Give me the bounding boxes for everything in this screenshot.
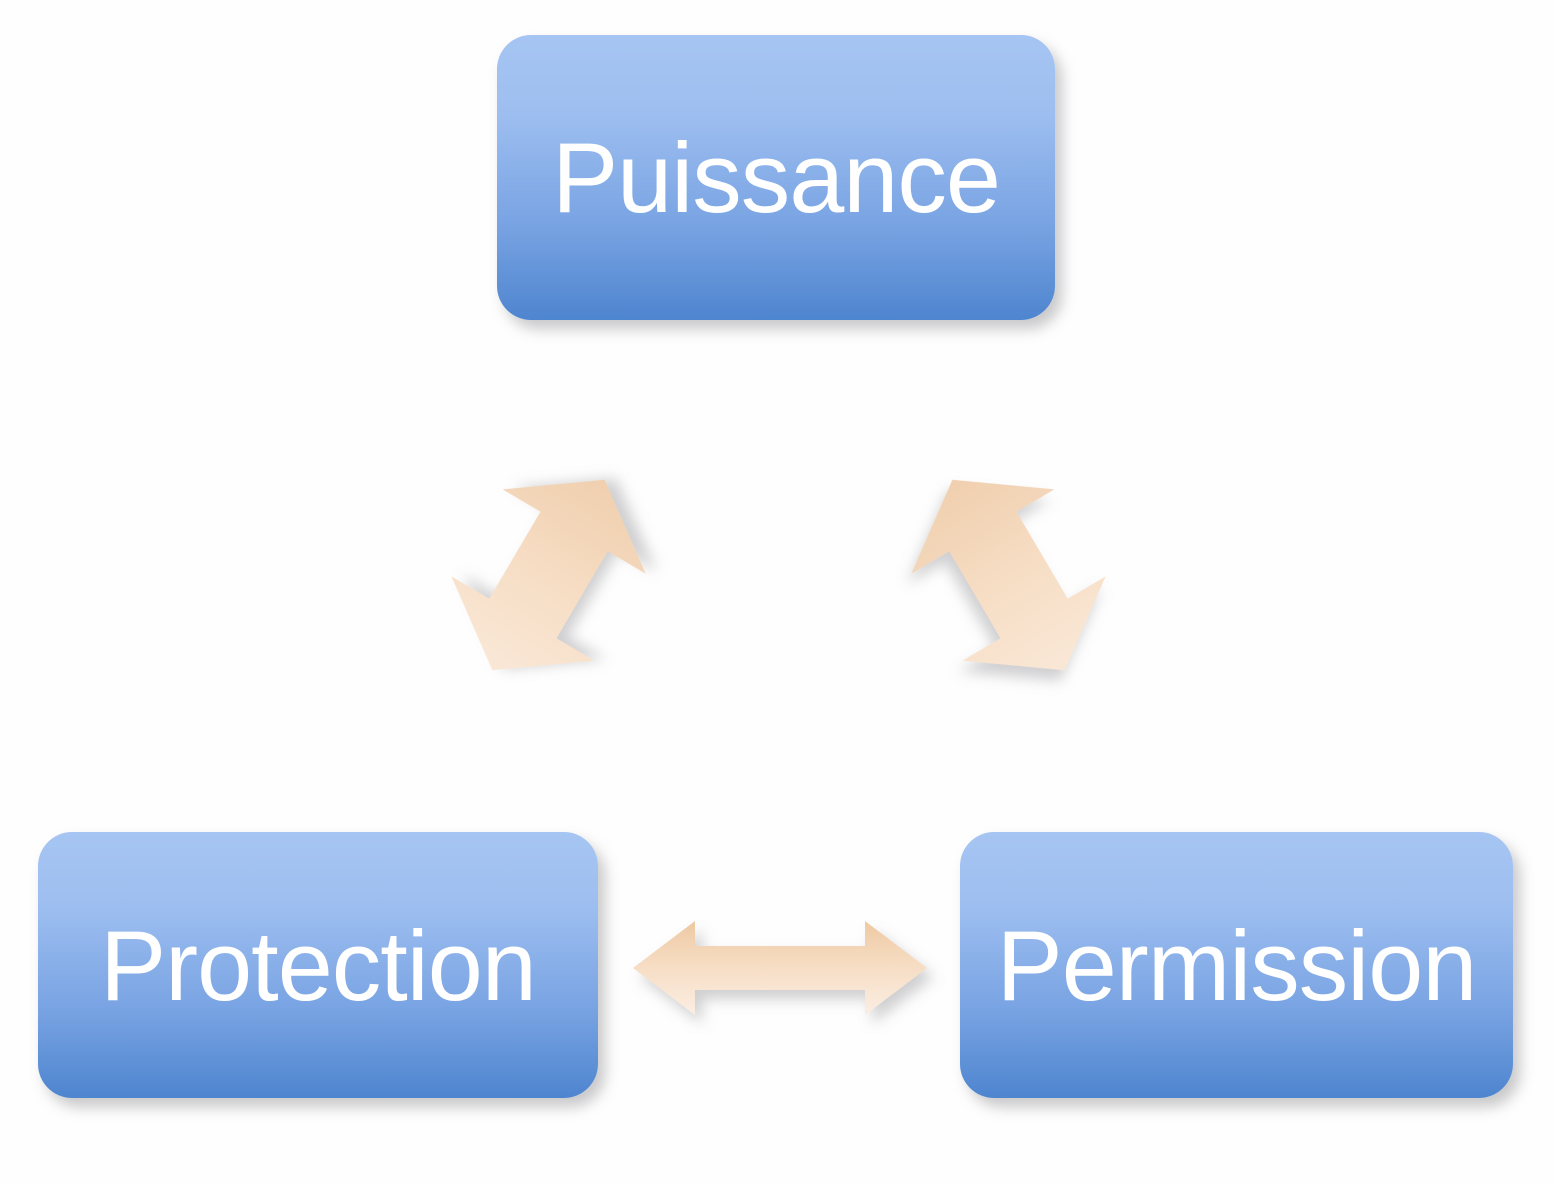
node-permission[interactable]: Permission — [960, 832, 1513, 1098]
node-puissance[interactable]: Puissance — [497, 35, 1055, 320]
double-arrow-protection-permission-icon — [615, 905, 945, 1035]
node-protection[interactable]: Protection — [38, 832, 598, 1098]
node-permission-label: Permission — [996, 909, 1478, 1021]
node-protection-label: Protection — [100, 909, 537, 1021]
double-arrow-puissance-permission-icon — [880, 420, 1140, 730]
node-puissance-label: Puissance — [552, 122, 1001, 233]
double-arrow-puissance-protection-icon — [420, 420, 680, 730]
